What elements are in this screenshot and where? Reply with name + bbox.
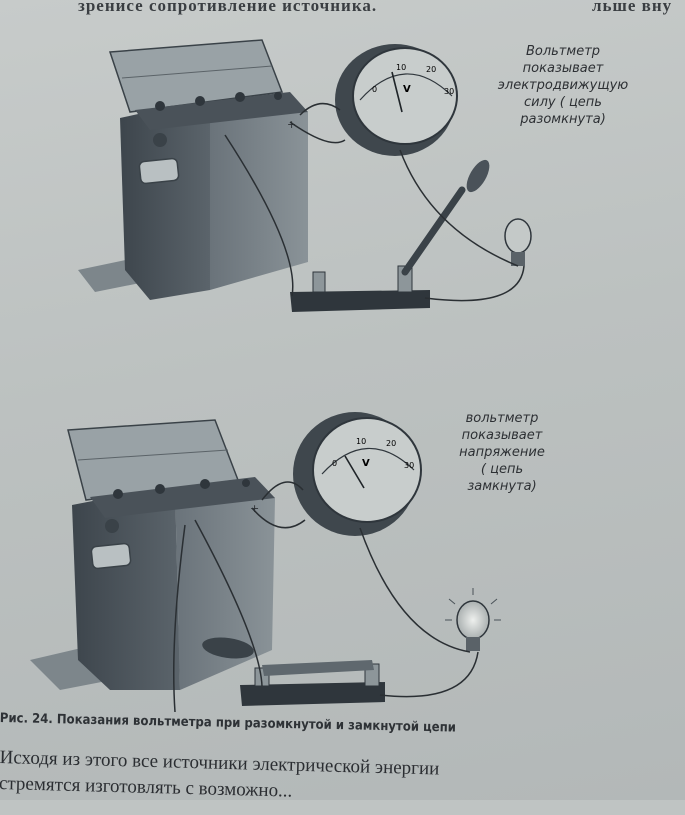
closed-circuit-figure: + 0 10 20 30 V (30, 412, 501, 713)
svg-text:20: 20 (426, 65, 436, 74)
top-text-line: зренисе сопротивление источника. льше вн… (78, 0, 678, 16)
bottom-figure-caption: вольтметр показывает напряжение ( цепь з… (459, 411, 545, 494)
knife-switch-open (290, 159, 490, 312)
lamp-on (445, 588, 501, 651)
svg-text:V: V (362, 458, 370, 469)
voltmeter-needle (391, 71, 403, 113)
svg-text:+: + (287, 118, 296, 131)
top-figure-caption: Вольтметр показывает электродвижущую сил… (497, 44, 629, 127)
svg-text:0: 0 (332, 459, 337, 468)
voltmeter-bottom: 0 10 20 30 V (293, 412, 422, 536)
voltmeter-needle-2 (344, 455, 365, 489)
top-text-left: зренисе сопротивление источника. (78, 0, 378, 15)
wires-bottom (173, 481, 479, 713)
lamp-off (504, 218, 532, 266)
voltmeter-top: 0 10 20 30 V (335, 44, 458, 156)
svg-text:20: 20 (386, 439, 396, 448)
svg-text:10: 10 (396, 63, 406, 72)
open-circuit-figure: + 0 10 20 30 V (78, 39, 532, 312)
svg-text:10: 10 (356, 437, 366, 446)
battery-box: + (108, 39, 308, 300)
svg-text:+: + (250, 502, 259, 515)
svg-text:V: V (403, 84, 411, 95)
svg-text:0: 0 (372, 85, 377, 94)
wires-top (224, 102, 525, 302)
top-text-right: льше вну (592, 0, 673, 15)
battery-box-2: + (67, 419, 275, 690)
svg-text:30: 30 (444, 87, 454, 96)
knife-switch-closed (202, 637, 385, 706)
svg-text:30: 30 (404, 461, 414, 470)
